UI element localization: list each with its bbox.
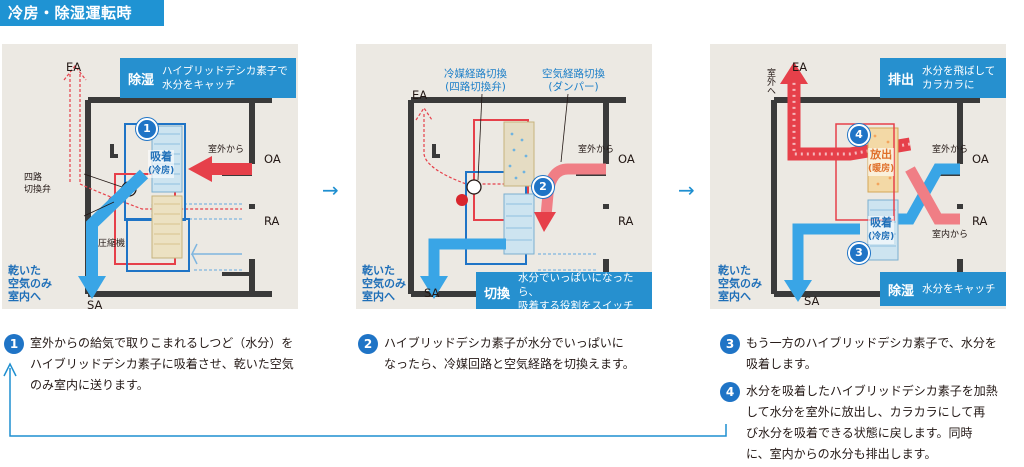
step-text-3: 3 もう一方のハイブリッドデシカ素子で、水分を吸着します。 [720, 333, 1020, 375]
unit-diagram-1 [63, 65, 272, 299]
callout-title: 排出 [888, 72, 915, 88]
label-ra: RA [972, 214, 988, 228]
step-badge-4: 4 [848, 124, 870, 146]
label-ra: RA [618, 214, 634, 228]
callout-desc-line1: 水分でいっぱいになったら、 [518, 272, 634, 298]
label-release: 放出(暖房) [868, 148, 895, 176]
callout-desc-line1: ハイブリッドデシカ素子で [162, 65, 288, 77]
callout-switch: 切換 水分でいっぱいになったら、吸着する役割をスイッチ [476, 272, 652, 309]
label-refrigerant-switch: 冷媒経路切換(四路切換弁) [444, 68, 507, 93]
label-adsorb: 吸着(冷房) [148, 150, 175, 178]
step-number-4: 4 [720, 382, 740, 402]
callout-title: 切換 [484, 286, 511, 302]
callout-title: 除湿 [128, 72, 155, 88]
label-four-way-valve: 四路切換弁 [24, 173, 52, 195]
arrow-right-icon: → [322, 178, 339, 202]
callout-desc-line2: 吸着する役割をスイッチ [518, 300, 634, 309]
label-from-outside: 室外から [578, 145, 615, 155]
label-dry-air: 乾いた空気のみ室内へ [8, 264, 52, 303]
callout-dehumidify: 除湿 ハイブリッドデシカ素子で水分をキャッチ [120, 58, 296, 98]
step-number-3: 3 [720, 334, 740, 354]
arrow-right-icon: → [678, 178, 695, 202]
label-from-inside: 室内から [932, 230, 969, 240]
label-to-outside: 室外へ [765, 68, 775, 95]
callout-desc: 水分をキャッチ [922, 283, 996, 295]
label-air-switch: 空気経路切換(ダンパー) [542, 68, 605, 93]
label-oa: OA [264, 152, 281, 166]
label-sa: SA [424, 286, 440, 300]
label-from-outside: 室外から [208, 145, 245, 155]
label-ea: EA [66, 60, 82, 74]
step-badge-2: 2 [532, 176, 554, 198]
label-sa: SA [804, 294, 820, 308]
label-from-outside: 室外から [932, 145, 969, 155]
callout-title: 除湿 [888, 283, 915, 299]
label-dry-air: 乾いた空気のみ室内へ [362, 264, 406, 303]
diagram-step-1: 除湿 ハイブリッドデシカ素子で水分をキャッチ EA OA RA SA 室外から … [2, 44, 298, 309]
label-adsorb: 吸着(冷房) [868, 216, 895, 244]
callout-desc-line2: カラカラに [922, 79, 975, 91]
step-badge-1: 1 [136, 118, 158, 140]
diagram-step-2: EA OA RA SA 室外から 冷媒経路切換(四路切換弁) 空気経路切換(ダン… [356, 44, 652, 309]
page-title: 冷房・除湿運転時 [0, 0, 164, 26]
callout-dehumidify: 除湿 水分をキャッチ [880, 272, 1006, 306]
callout-exhaust: 排出 水分を飛ばしてカラカラに [880, 58, 1006, 98]
diagram-step-3-4: EA 室外へ OA RA SA 室外から 室内から 排出 水分を飛ばしてカラカラ… [710, 44, 1006, 309]
callout-desc-line1: 水分を飛ばして [922, 65, 996, 77]
step-number-2: 2 [358, 334, 378, 354]
label-ea: EA [792, 60, 808, 74]
label-dry-air: 乾いた空気のみ室内へ [718, 264, 762, 303]
step-text-2: 2 ハイブリッドデシカ素子が水分でいっぱいになったら、冷媒回路と空気経路を切換え… [358, 333, 678, 375]
step-badge-3: 3 [848, 242, 870, 264]
label-sa: SA [87, 298, 103, 309]
label-ea: EA [412, 88, 428, 102]
callout-desc-line2: 水分をキャッチ [162, 79, 236, 91]
step-text-1: 1 室外からの給気で取りこまれるしつど（水分）をハイブリッドデシカ素子に吸着させ… [4, 333, 324, 396]
label-oa: OA [972, 152, 989, 166]
label-oa: OA [618, 152, 635, 166]
step-number-1: 1 [4, 334, 24, 354]
step-text-4: 4 水分を吸着したハイブリッドデシカ素子を加熱して水分を室外に放出し、カラカラに… [720, 381, 1020, 465]
label-ra: RA [264, 214, 280, 228]
label-compressor: 圧縮機 [98, 239, 126, 249]
